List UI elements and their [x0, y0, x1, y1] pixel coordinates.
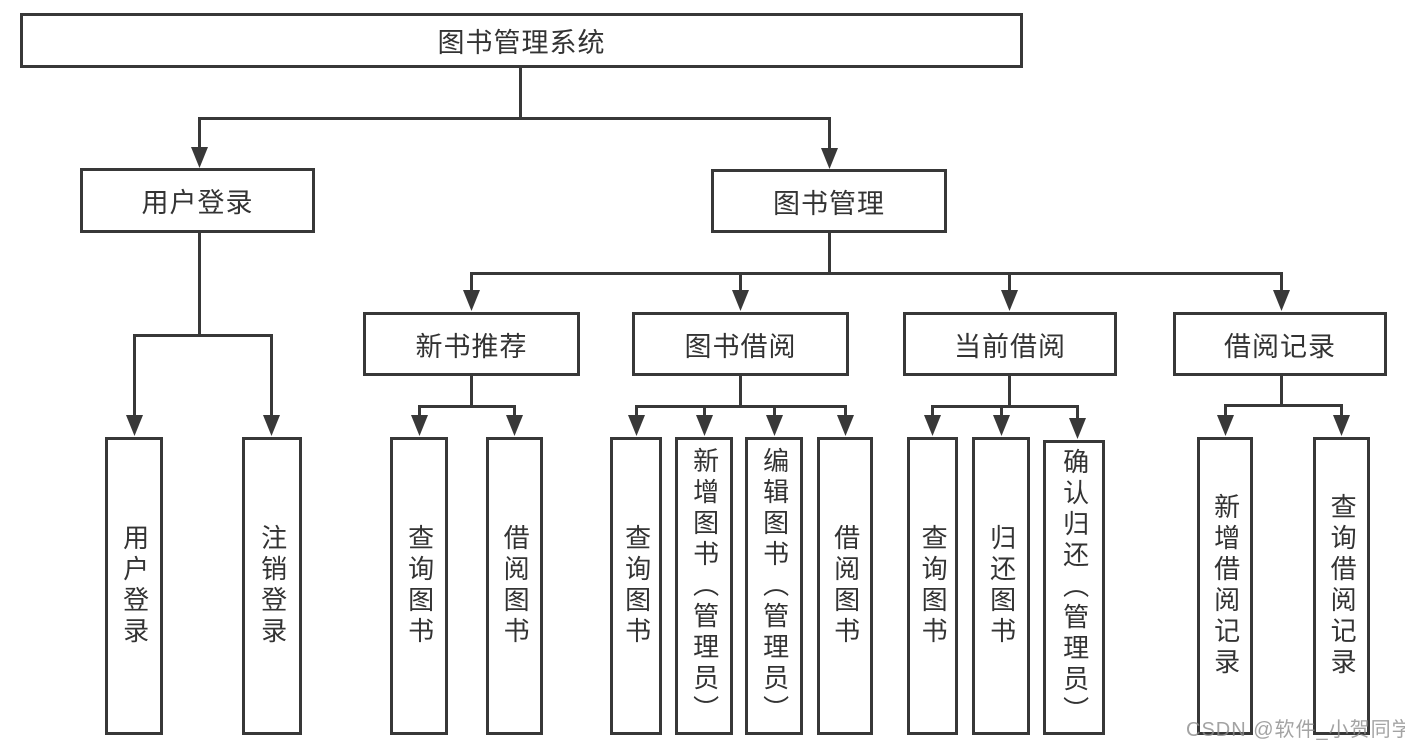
leaf-nbr-query-books-label: 查询图书 — [404, 524, 435, 648]
node-new-book-recommend: 新书推荐 — [363, 312, 580, 376]
node-user-login-label: 用户登录 — [141, 188, 254, 218]
branch-root-to-level2 — [191, 68, 838, 169]
node-borrow-records-label: 借阅记录 — [1224, 331, 1336, 362]
leaf-nbr-borrow-books-label: 借阅图书 — [500, 524, 531, 648]
leaf-cb-return-books-label: 归还图书 — [986, 524, 1017, 648]
leaf-bb-edit-books-admin-label: 编辑图书（管理员） — [759, 446, 790, 726]
node-user-login: 用户登录 — [80, 168, 315, 233]
leaf-br-add-record: 新增借阅记录 — [1197, 437, 1253, 735]
branch-book-management — [463, 233, 1290, 311]
node-borrow-records: 借阅记录 — [1173, 312, 1387, 376]
branch-borrow-records — [1217, 376, 1350, 436]
leaf-cb-return-books: 归还图书 — [972, 437, 1030, 735]
node-book-borrow: 图书借阅 — [632, 312, 849, 376]
leaf-bb-query-books: 查询图书 — [610, 437, 662, 735]
leaf-bb-add-books-admin-label: 新增图书（管理员） — [689, 446, 720, 726]
leaf-logout-label: 注销登录 — [257, 524, 288, 648]
leaf-cb-confirm-return-admin: 确认归还（管理员） — [1043, 440, 1105, 735]
node-book-borrow-label: 图书借阅 — [684, 331, 797, 362]
branch-user-login — [126, 233, 280, 436]
leaf-bb-borrow-books: 借阅图书 — [817, 437, 873, 735]
leaf-nbr-borrow-books: 借阅图书 — [486, 437, 543, 735]
branch-current-borrow — [924, 376, 1086, 439]
leaf-logout: 注销登录 — [242, 437, 302, 735]
leaf-bb-borrow-books-label: 借阅图书 — [830, 524, 861, 648]
node-book-management-label: 图书管理 — [773, 188, 885, 219]
leaf-br-query-record-label: 查询借阅记录 — [1327, 493, 1358, 679]
leaf-cb-confirm-return-admin-label: 确认归还（管理员） — [1059, 448, 1090, 727]
node-root-label: 图书管理系统 — [437, 28, 606, 58]
node-new-book-recommend-label: 新书推荐 — [415, 331, 528, 362]
leaf-bb-query-books-label: 查询图书 — [621, 524, 652, 648]
csdn-watermark: CSDN @软件_小贺同学 — [1186, 719, 1405, 741]
branch-new-book-recommend — [411, 376, 523, 436]
leaf-br-add-record-label: 新增借阅记录 — [1210, 493, 1241, 679]
leaf-user-login-label: 用户登录 — [119, 524, 150, 648]
branch-book-borrow — [628, 376, 854, 436]
leaf-user-login: 用户登录 — [105, 437, 163, 735]
leaf-bb-edit-books-admin: 编辑图书（管理员） — [745, 437, 803, 735]
node-root: 图书管理系统 — [20, 13, 1023, 68]
node-current-borrow-label: 当前借阅 — [954, 331, 1066, 362]
leaf-cb-query-books: 查询图书 — [907, 437, 958, 735]
leaf-cb-query-books-label: 查询图书 — [918, 524, 949, 648]
leaf-nbr-query-books: 查询图书 — [390, 437, 448, 735]
leaf-br-query-record: 查询借阅记录 — [1313, 437, 1370, 735]
node-current-borrow: 当前借阅 — [903, 312, 1117, 376]
leaf-bb-add-books-admin: 新增图书（管理员） — [675, 437, 733, 735]
node-book-management: 图书管理 — [711, 169, 947, 233]
